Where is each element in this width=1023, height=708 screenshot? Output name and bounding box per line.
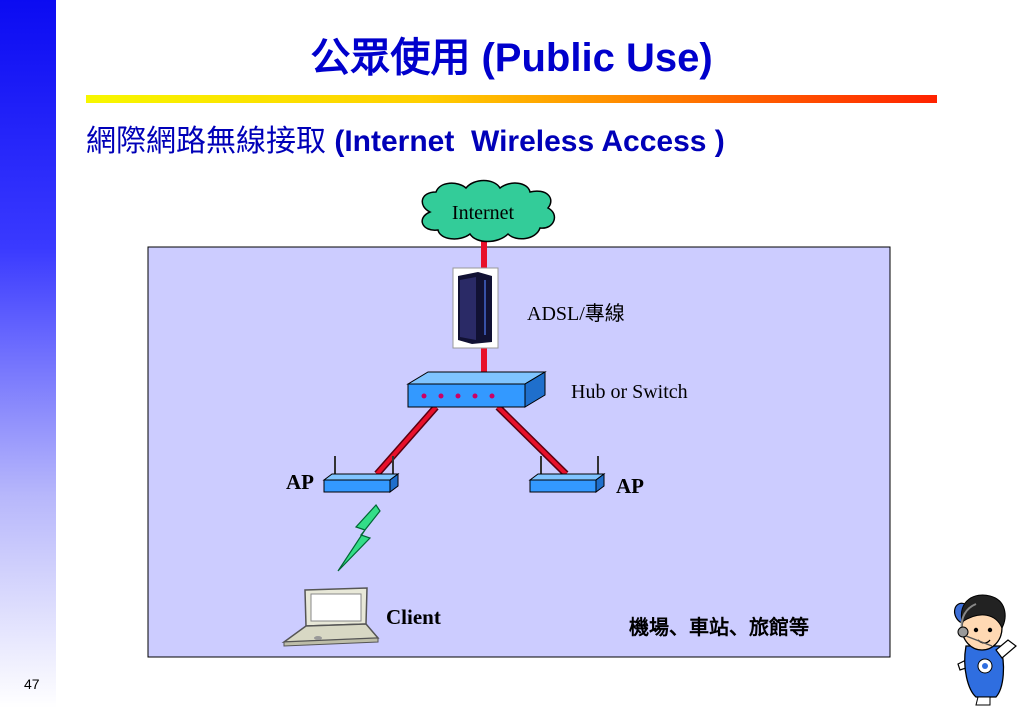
access-point-right-icon xyxy=(528,456,606,493)
slide-title-en: (Public Use) xyxy=(481,36,713,80)
internet-label: Internet xyxy=(452,202,515,224)
ap-right-label: AP xyxy=(616,474,644,498)
adsl-modem-icon xyxy=(452,267,499,349)
left-gradient-bar xyxy=(0,0,56,708)
slide-subtitle-zh: 網際網路無線接取 xyxy=(86,124,326,159)
page-number: 47 xyxy=(24,676,40,692)
client-label: Client xyxy=(386,605,441,629)
hub-switch-icon xyxy=(406,371,547,408)
wireless-signal-icon xyxy=(337,504,381,572)
slide-subtitle-en: (Internet Wireless Access ) xyxy=(334,125,725,158)
title-underline xyxy=(86,95,937,103)
internet-cloud-icon xyxy=(421,179,556,243)
hub-label: Hub or Switch xyxy=(571,381,688,403)
slide-title: 公眾使用 (Public Use) xyxy=(0,34,1023,82)
laptop-client-icon xyxy=(281,587,380,647)
ap-left-label: AP xyxy=(286,470,314,494)
mascot-character-icon xyxy=(953,594,1017,706)
link-hub-ap-right xyxy=(496,405,568,476)
location-label: 機場、車站、旅館等 xyxy=(629,615,809,639)
network-links xyxy=(374,240,569,477)
slide-subtitle: 網際網路無線接取 (Internet Wireless Access ) xyxy=(86,122,725,162)
slide-title-zh: 公眾使用 xyxy=(310,34,471,81)
modem-label: ADSL/專線 xyxy=(527,302,625,325)
link-hub-ap-left xyxy=(375,405,438,476)
public-area-zone xyxy=(147,246,891,658)
access-point-left-icon xyxy=(322,456,400,493)
